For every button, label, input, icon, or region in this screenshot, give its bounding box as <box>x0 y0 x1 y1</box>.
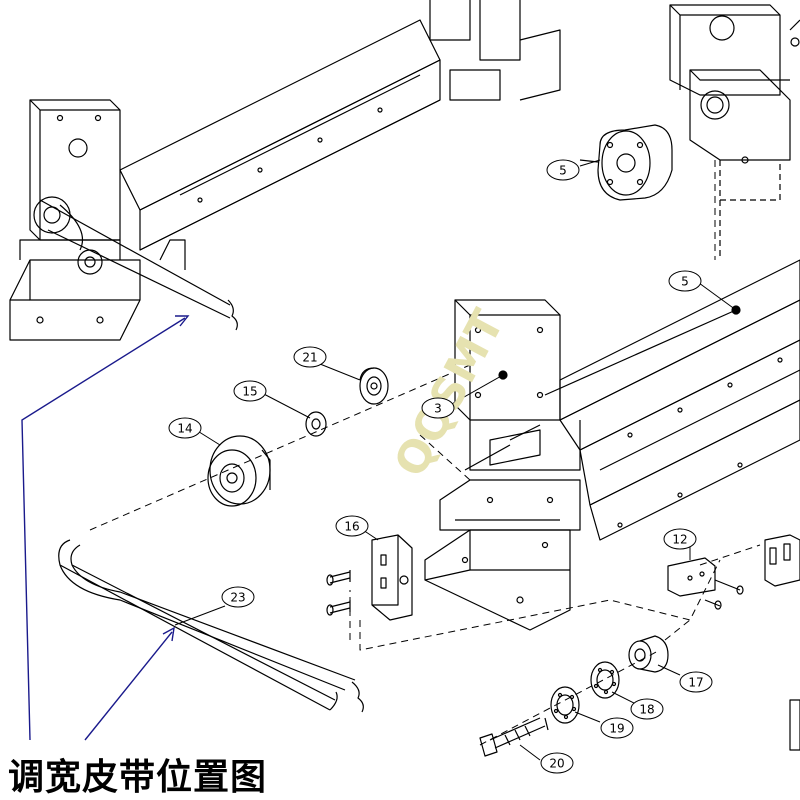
part-number-text: 5 <box>681 275 689 289</box>
part-label-oval <box>663 528 697 550</box>
part-number-text: 20 <box>549 757 564 771</box>
part-label-p19: 19 <box>600 717 634 739</box>
part-number-text: 5 <box>559 164 567 178</box>
part-label-p5b: 5 <box>668 270 702 292</box>
part-label-oval <box>630 698 664 720</box>
part-labels: 5 5 21 15 14 3 16 12 23 17 18 19 20 <box>168 159 713 774</box>
arrow-to-belt-23-head <box>162 626 175 642</box>
part-label-p5a: 5 <box>546 159 580 181</box>
assembly-dash-lines <box>89 160 761 746</box>
part-label-oval <box>233 380 267 402</box>
part-label-oval <box>540 752 574 774</box>
part-label-p3: 3 <box>421 397 455 419</box>
washer-part-15 <box>305 411 327 437</box>
part-label-oval <box>679 671 713 693</box>
left-rail-assembly <box>9 0 561 341</box>
bearing-part-19 <box>550 686 580 724</box>
bushing-part-5 <box>579 124 673 201</box>
part-label-p18: 18 <box>630 698 664 720</box>
part-label-oval <box>421 397 455 419</box>
part-label-oval <box>221 586 255 608</box>
part-label-oval <box>600 717 634 739</box>
diagram-caption: 调宽皮带位置图 <box>8 757 268 798</box>
part-number-text: 14 <box>177 422 192 436</box>
part-label-p12: 12 <box>663 528 697 550</box>
part-number-text: 18 <box>639 703 654 717</box>
main-rail-assembly <box>424 259 800 631</box>
part-label-p17: 17 <box>679 671 713 693</box>
callout-arrows <box>21 315 190 741</box>
arrow-to-belt-23 <box>84 631 173 741</box>
part-number-text: 23 <box>230 591 245 605</box>
part-label-p15: 15 <box>233 380 267 402</box>
part-number-text: 17 <box>688 676 703 690</box>
part-label-oval <box>168 417 202 439</box>
part-number-text: 16 <box>344 520 359 534</box>
bearing-part-18 <box>590 661 620 699</box>
part-number-text: 21 <box>302 351 317 365</box>
part-number-text: 15 <box>242 385 257 399</box>
bearing-part-21 <box>359 367 389 405</box>
part-label-oval <box>293 346 327 368</box>
part-label-p23: 23 <box>221 586 255 608</box>
part-number-text: 12 <box>672 533 687 547</box>
bracket-part-16 <box>326 534 413 621</box>
sensor-part-12 <box>667 534 800 751</box>
part-number-text: 19 <box>609 722 624 736</box>
part-label-p16: 16 <box>335 515 369 537</box>
part-label-p20: 20 <box>540 752 574 774</box>
part-number-text: 3 <box>434 402 442 416</box>
arrow-to-top-belt-head <box>175 315 190 327</box>
part-label-oval <box>335 515 369 537</box>
bolt-part-20 <box>479 717 549 757</box>
part-label-oval <box>546 159 580 181</box>
arrow-to-top-belt <box>21 317 186 741</box>
belt-part-23 <box>58 539 364 713</box>
part-label-oval <box>668 270 702 292</box>
pulley-part-14 <box>207 435 271 507</box>
leader-lines <box>174 159 737 761</box>
part-label-p14: 14 <box>168 417 202 439</box>
right-upright-bracket <box>669 4 800 260</box>
part-label-p21: 21 <box>293 346 327 368</box>
